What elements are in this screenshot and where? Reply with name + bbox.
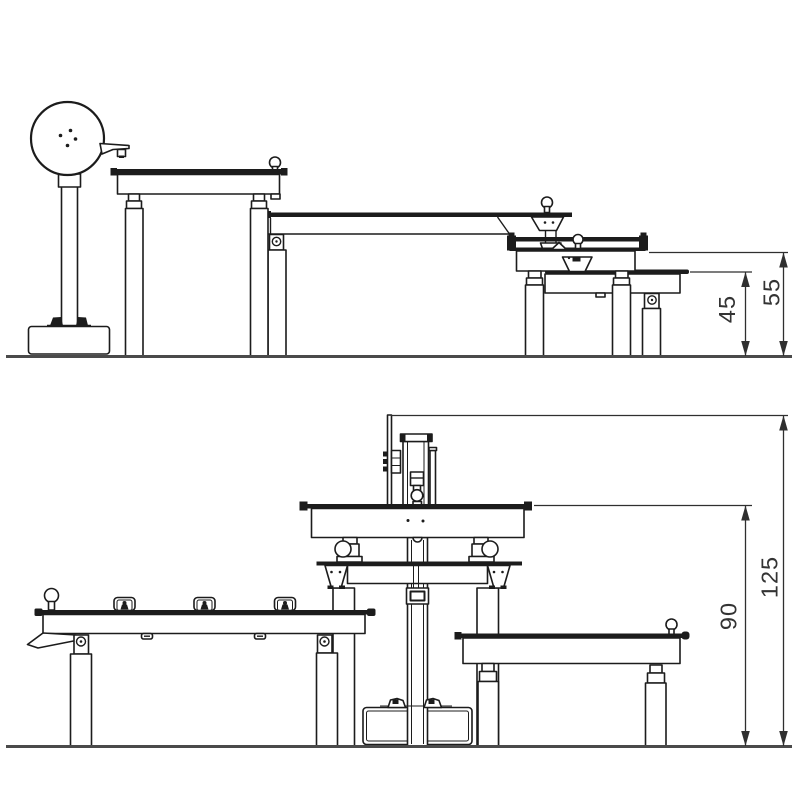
left-table: [26, 587, 376, 747]
upper-table: [299, 501, 532, 563]
post-head: [399, 433, 438, 506]
dimension-125-label: 125: [757, 556, 783, 598]
table-2-leg: [267, 233, 287, 357]
side-ramp: [26, 632, 77, 649]
dimension-55: 55: [649, 251, 788, 356]
pole-collar: [405, 587, 430, 605]
ball-knob: [334, 540, 352, 558]
sand-tray-legs: [524, 270, 632, 357]
mold-clip: [193, 596, 216, 612]
funnel-left: [324, 564, 349, 589]
front-elevation-view: 90 125: [6, 414, 792, 748]
disc-panel: [29, 100, 106, 177]
sand-tray: [507, 232, 648, 357]
handle-device: [409, 471, 425, 506]
mold-clip: [273, 596, 297, 612]
table-1-legs: [124, 193, 269, 358]
ball-knob: [481, 540, 499, 558]
right-table: [454, 618, 690, 747]
dimension-45-label: 45: [714, 295, 740, 323]
funnel-right: [486, 564, 511, 589]
right-table-legs: [477, 662, 667, 747]
play-panel-edge: [383, 414, 402, 506]
ball-clamp-left: [334, 536, 363, 563]
side-elevation-view: 45 55: [6, 100, 792, 358]
funnel-bracket: [530, 216, 565, 232]
center-clamp: [561, 256, 593, 273]
dimension-125: 125: [391, 414, 788, 746]
play-table-1: [110, 156, 288, 358]
ball-clamp-right: [468, 536, 499, 563]
middle-table: [316, 561, 522, 589]
ball-knob: [43, 587, 60, 604]
disc-sign-post: [27, 100, 130, 355]
mold-clip: [113, 596, 136, 612]
dimension-55-label: 55: [759, 278, 785, 306]
side-bracket: [99, 142, 130, 158]
dimension-90: 90: [534, 504, 752, 746]
low-platform-leg: [641, 292, 662, 358]
ground-anchor-box: [27, 325, 111, 355]
dimension-45: 45: [690, 271, 752, 356]
dimension-90-label: 90: [716, 602, 742, 630]
left-table-legs: [69, 634, 339, 747]
